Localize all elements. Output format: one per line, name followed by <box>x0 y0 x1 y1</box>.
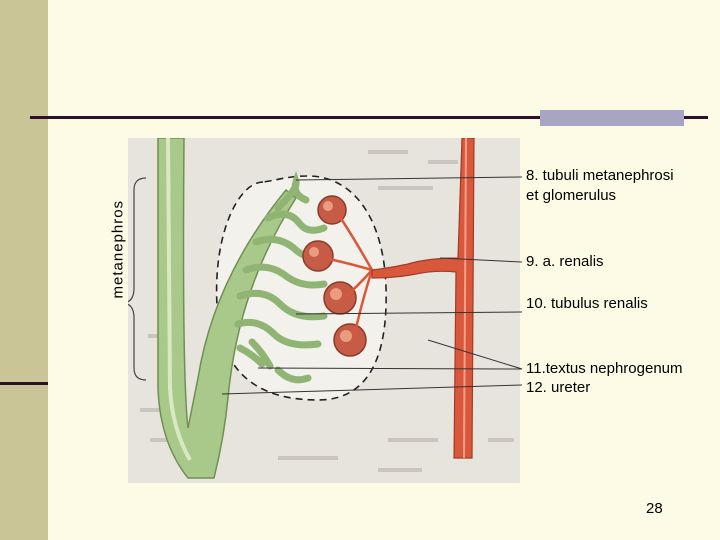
metanephros-side-label: metanephros <box>110 239 127 299</box>
label-tubulus-renalis: 10. tubulus renalis <box>526 294 648 314</box>
label-a-renalis: 9. a. renalis <box>526 252 604 272</box>
label-tubuli-metanephrosi: 8. tubuli metanephrosi et glomerulus <box>526 166 674 206</box>
label-textus-nephrogenum: 11.textus nephrogenum <box>526 359 683 379</box>
label-ureter: 12. ureter <box>526 378 590 398</box>
page-number: 28 <box>646 500 663 517</box>
